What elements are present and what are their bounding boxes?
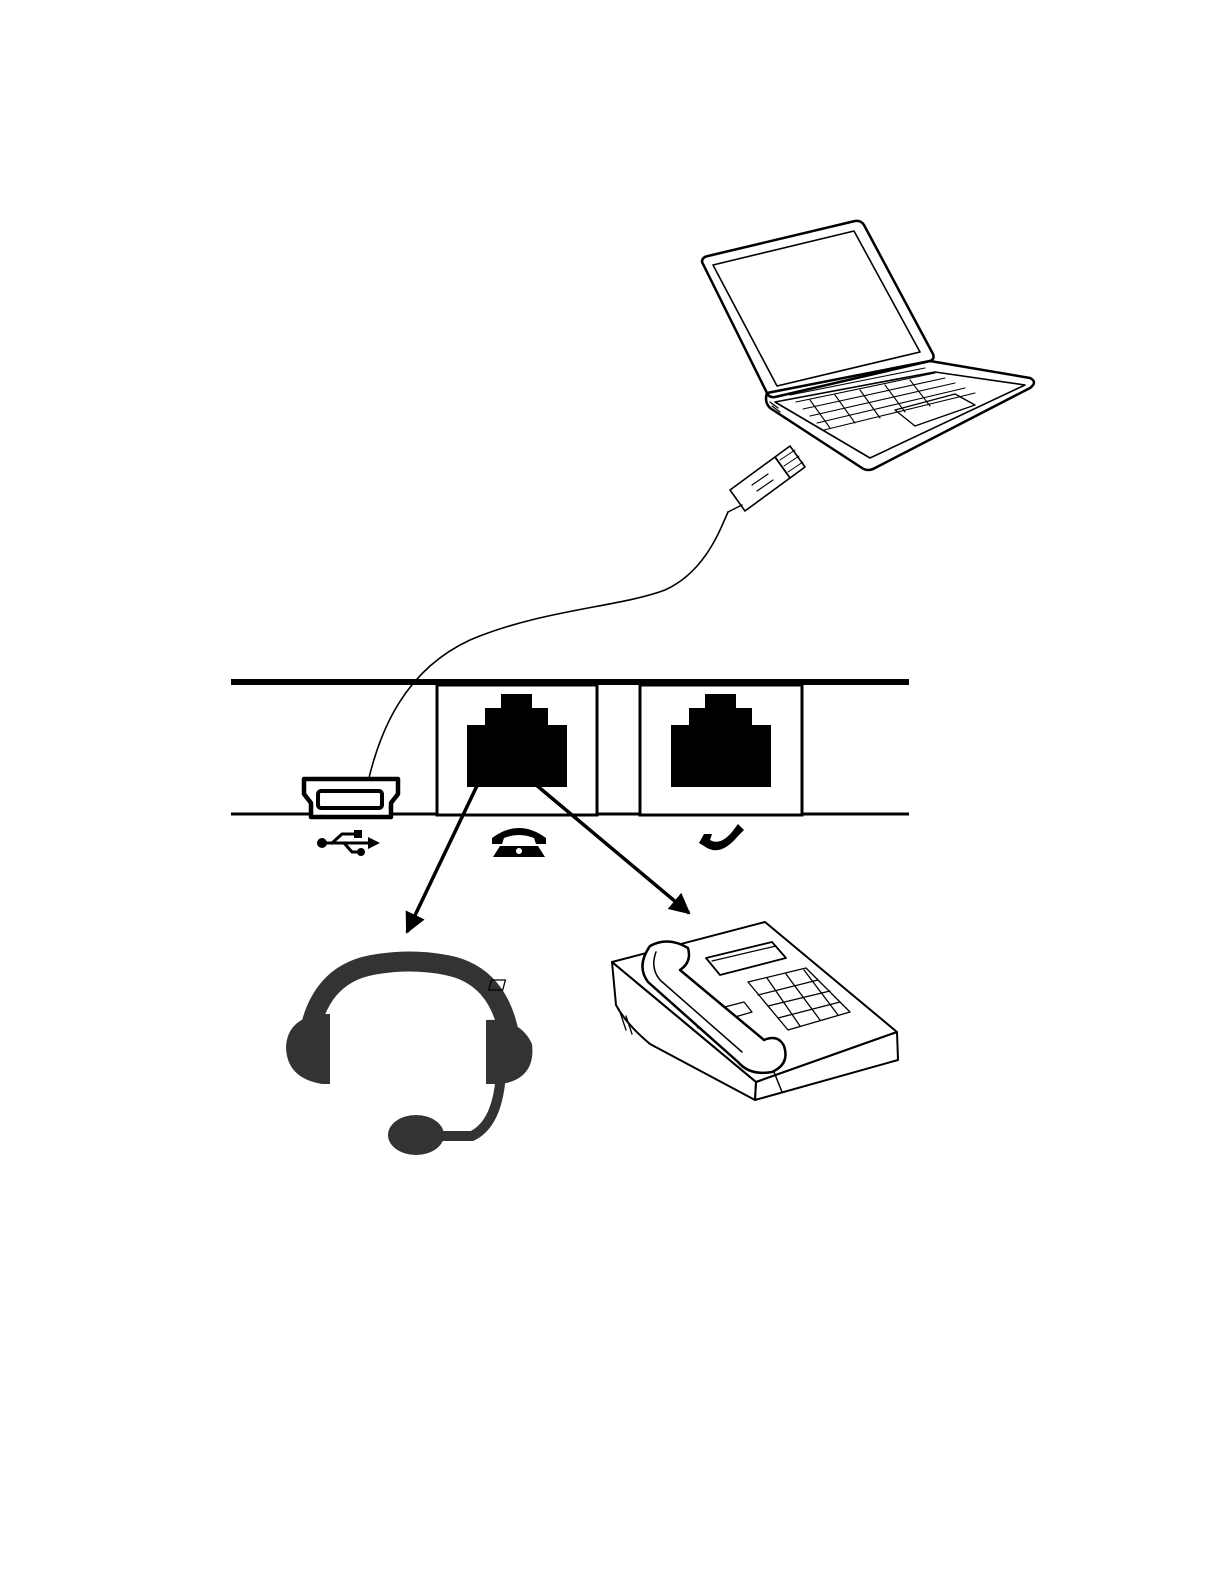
usb-plug-icon xyxy=(728,446,805,512)
handset-symbol-icon xyxy=(699,824,744,850)
desk-phone-icon xyxy=(489,922,898,1100)
phone-port-box xyxy=(437,685,597,815)
telephone-symbol-icon xyxy=(492,828,546,857)
usb-symbol-icon xyxy=(317,830,380,856)
mini-usb-port-icon xyxy=(304,779,398,817)
laptop-icon xyxy=(702,221,1034,470)
headset-port-box xyxy=(640,685,802,815)
